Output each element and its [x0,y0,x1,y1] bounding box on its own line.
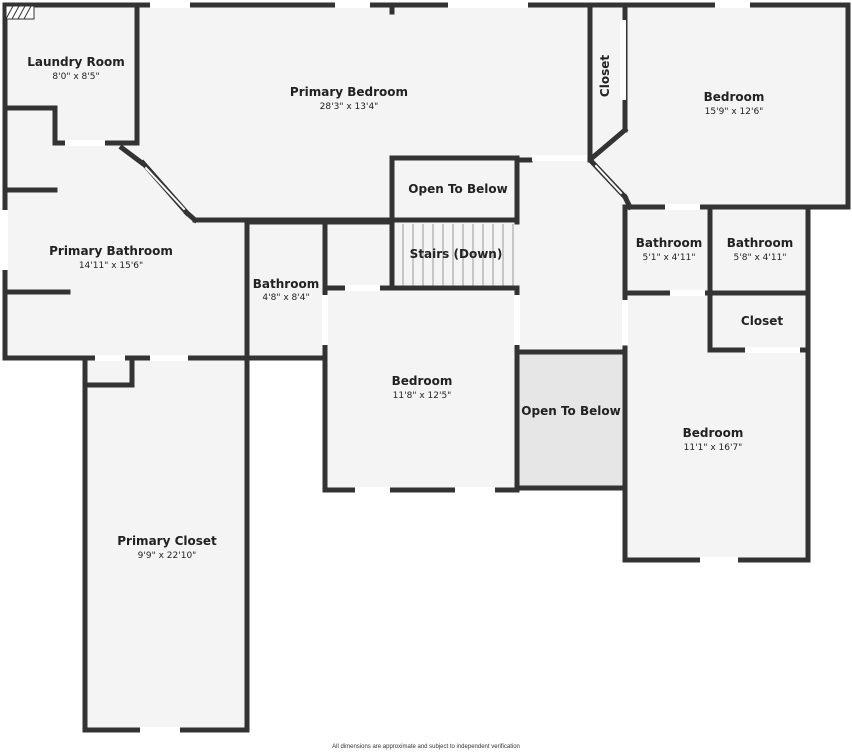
room-dims-bedroom-c: 11'8" x 12'5" [393,391,452,401]
room-name-bedroom-c: Bedroom [392,374,453,388]
diagonal-windows [139,158,634,217]
room-name-closet-e: Closet [741,314,783,328]
room-dims-laundry: 8'0" x 8'5" [52,72,99,82]
room-name-primary-bathroom: Primary Bathroom [49,244,173,258]
room-name-primary-bedroom: Primary Bedroom [290,85,408,99]
room-dims-bedroom-se: 11'1" x 16'7" [684,443,743,453]
room-name-stairs: Stairs (Down) [410,247,503,261]
room-dims-bathroom-mid: 4'8" x 8'4" [262,293,309,303]
room-name-bathroom-e2: Bathroom [727,236,793,250]
hatch-box [5,5,35,20]
open-to-below-floor [519,354,625,488]
room-name-laundry: Laundry Room [27,55,125,69]
room-dims-bathroom-e1: 5'1" x 4'11" [643,253,696,263]
room-dims-bathroom-e2: 5'8" x 4'11" [734,253,787,263]
room-name-bedroom-ne: Bedroom [704,90,765,104]
stair-treads [402,224,514,286]
openings [2,2,800,733]
room-name-bedroom-se: Bedroom [683,426,744,440]
room-labels: Laundry Room 8'0" x 8'5" Primary Bedroom… [27,55,793,561]
disclaimer-text: All dimensions are approximate and subje… [332,744,520,750]
room-name-primary-closet: Primary Closet [117,534,217,548]
room-dims-bedroom-ne: 15'9" x 12'6" [705,107,764,117]
room-name-closet-top: Closet [598,55,612,97]
room-name-open-to-below-top: Open To Below [408,182,507,196]
room-name-open-to-below-c: Open To Below [521,404,620,418]
room-dims-primary-bedroom: 28'3" x 13'4" [320,102,379,112]
room-name-bathroom-mid: Bathroom [253,277,319,291]
room-dims-primary-bathroom: 14'11" x 15'6" [79,261,143,271]
room-name-bathroom-e1: Bathroom [636,236,702,250]
room-dims-primary-closet: 9'9" x 22'10" [138,551,197,561]
